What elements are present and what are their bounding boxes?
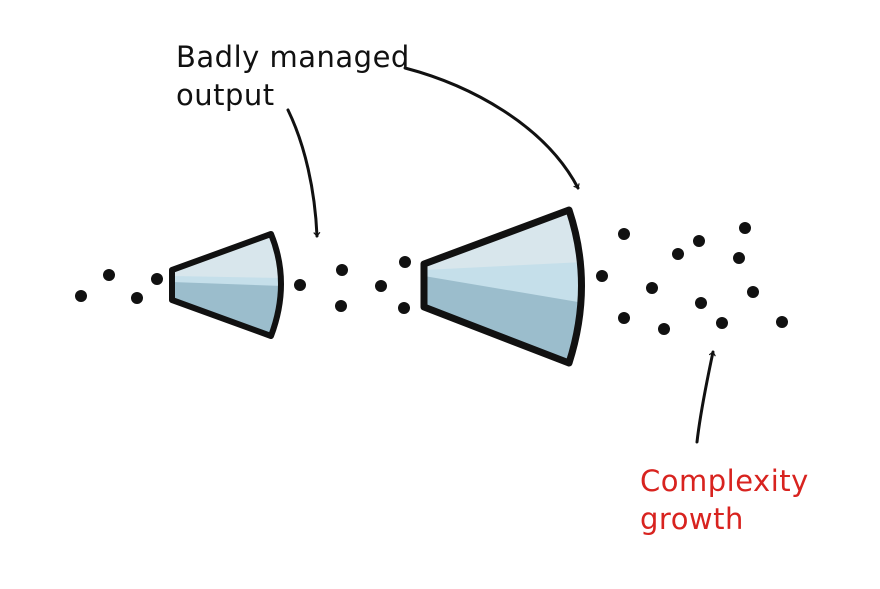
dot-particle [733,252,745,264]
dot-particle [695,297,707,309]
output-label-line1: Badly managed [176,40,410,74]
dot-particle [103,269,115,281]
complexity-label-line2: growth [640,502,744,536]
dot-particle [131,292,143,304]
dot-particle [776,316,788,328]
arrow-to-large-funnel [403,66,580,190]
dot-particle [375,280,387,292]
large-funnel-icon [420,206,585,367]
arrow-to-complexity [695,350,716,444]
dot-particle [596,270,608,282]
dot-particle [739,222,751,234]
output-annotation: Badly managed output [176,38,410,114]
arrows [286,66,716,444]
dot-particle [336,264,348,276]
dot-particle [335,300,347,312]
complexity-annotation: Complexity growth [640,462,809,538]
dot-particle [693,235,705,247]
complexity-label-line1: Complexity [640,464,809,498]
dot-particle [672,248,684,260]
dot-particle [716,317,728,329]
small-funnel-icon [169,231,284,339]
output-label-line2: output [176,78,275,112]
arrow-to-output-gap [286,108,321,238]
dot-particle [618,312,630,324]
dot-particle [646,282,658,294]
dot-particle [747,286,759,298]
dot-particle [398,302,410,314]
dot-particle [151,273,163,285]
dot-particle [618,228,630,240]
dot-particle [75,290,87,302]
dot-particle [294,279,306,291]
dot-particle [658,323,670,335]
particles [75,222,788,335]
dot-particle [399,256,411,268]
